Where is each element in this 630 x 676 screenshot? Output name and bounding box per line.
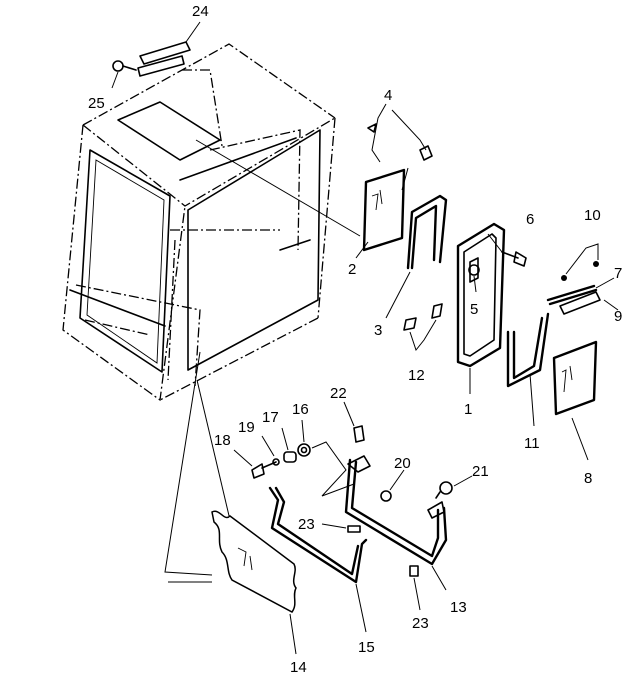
seal-15 [268, 486, 368, 633]
bracket-4 [367, 103, 433, 191]
callout-22: 22 [330, 385, 347, 402]
callout-18: 18 [214, 432, 231, 449]
window-frame-1 [456, 222, 506, 394]
callout-23a: 23 [298, 516, 315, 533]
seal-3 [385, 194, 448, 319]
cab-window-frames [69, 101, 321, 373]
callout-21: 21 [472, 463, 489, 480]
bracket-12 [403, 303, 443, 352]
rubber-9 [559, 291, 619, 315]
callout-7: 7 [614, 265, 622, 282]
sash-frame-13 [344, 455, 448, 591]
cab-body-outline [62, 43, 336, 402]
washer-19 [261, 435, 280, 466]
callout-6: 6 [526, 211, 534, 228]
callout-24: 24 [192, 3, 209, 20]
callout-23b: 23 [412, 615, 429, 632]
callout-15: 15 [358, 639, 375, 656]
callout-8: 8 [584, 470, 592, 487]
assembly-leader [311, 441, 355, 497]
callout-10: 10 [584, 207, 601, 224]
bolt-25 [111, 60, 137, 89]
window-glass-8 [552, 340, 598, 461]
callout-3: 3 [374, 322, 382, 339]
callout-11: 11 [524, 435, 540, 452]
nut-16 [297, 419, 311, 457]
seal-11 [506, 312, 550, 427]
bolt-6 [487, 233, 527, 267]
callout-25: 25 [88, 95, 105, 112]
spacer-23-b [409, 565, 421, 611]
bolt-18 [233, 449, 277, 479]
callout-labels: 1 2 3 4 5 6 7 8 9 10 11 12 13 14 15 16 1… [88, 3, 622, 676]
knob-22 [343, 401, 365, 443]
cab-leader-lines [164, 139, 361, 583]
seal-strip-7 [546, 277, 615, 306]
callout-2: 2 [348, 261, 356, 278]
callout-16: 16 [292, 401, 309, 418]
bolt-5 [468, 264, 480, 293]
callout-17: 17 [262, 409, 279, 426]
callout-4: 4 [384, 87, 392, 104]
nut-21 [439, 475, 473, 495]
window-glass-14 [211, 510, 297, 655]
callout-14: 14 [290, 659, 307, 676]
roof-handle [137, 21, 201, 77]
nut-20 [380, 469, 405, 502]
callout-13: 13 [450, 599, 467, 616]
callout-12: 12 [408, 367, 425, 384]
callout-9: 9 [614, 308, 622, 325]
callout-1: 1 [464, 401, 472, 418]
callout-19: 19 [238, 419, 255, 436]
window-glass-2 [355, 168, 406, 259]
callout-5: 5 [470, 301, 478, 318]
spacer-23-a [321, 523, 361, 533]
spacer-17 [281, 427, 297, 463]
callout-20: 20 [394, 455, 411, 472]
clip-10 [561, 243, 599, 281]
